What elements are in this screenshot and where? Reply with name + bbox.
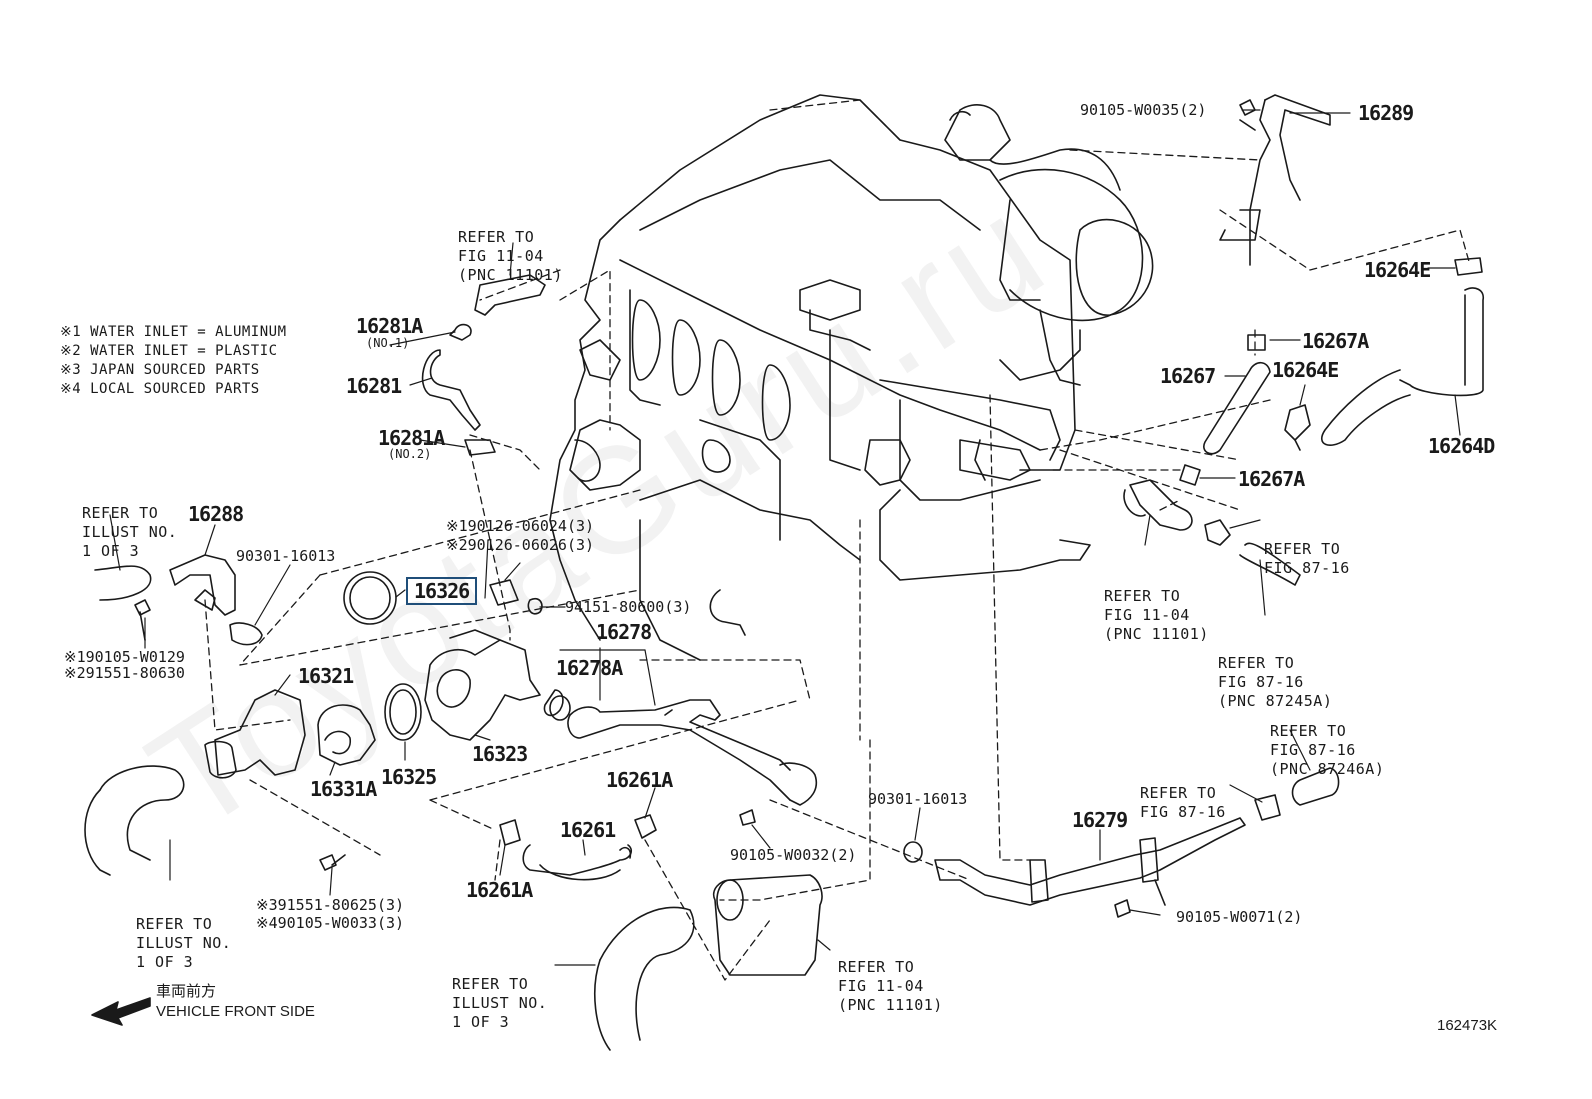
part-label-90105-w0032[interactable]: 90105-W0032(2) xyxy=(730,846,857,864)
part-label-16281a-no2[interactable]: 16281A xyxy=(378,426,445,450)
upper-left-hoses xyxy=(94,274,546,646)
part-label-16267a-mid[interactable]: 16267A xyxy=(1238,467,1305,491)
part-label-16281a-no1[interactable]: 16281A xyxy=(356,314,423,338)
part-label-16264e-mid[interactable]: 16264E xyxy=(1272,358,1339,382)
engine-block-outline xyxy=(549,94,1091,661)
part-sublabel-no1: (NO.1) xyxy=(366,336,410,350)
part-label-90105-w0035[interactable]: 90105-W0035(2) xyxy=(1080,101,1207,119)
part-label-16325[interactable]: 16325 xyxy=(381,765,437,789)
water-pipe-bottom xyxy=(712,874,823,976)
o-ring-16278a xyxy=(549,695,571,721)
part-label-16278a[interactable]: 16278A xyxy=(556,656,623,680)
leader-lines xyxy=(109,109,1461,966)
part-label-16288[interactable]: 16288 xyxy=(188,502,244,526)
part-label-490105-w0033[interactable]: ※490105-W0033(3) xyxy=(256,914,405,932)
vehicle-front-english: VEHICLE FRONT SIDE xyxy=(156,1003,315,1020)
turbo-assembly xyxy=(944,104,1154,386)
note-2: ※2 WATER INLET = PLASTIC xyxy=(60,343,278,359)
part-label-16264e-top[interactable]: 16264E xyxy=(1364,258,1431,282)
part-label-16279[interactable]: 16279 xyxy=(1072,808,1128,832)
pipe-16279 xyxy=(934,767,1340,918)
part-label-16321[interactable]: 16321 xyxy=(298,664,354,688)
note-3: ※3 JAPAN SOURCED PARTS xyxy=(60,362,260,378)
part-label-16264d[interactable]: 16264D xyxy=(1428,434,1495,458)
dashed-leaders xyxy=(204,99,1471,981)
water-outlet-right xyxy=(1123,479,1301,586)
part-label-16323[interactable]: 16323 xyxy=(472,742,528,766)
part-label-16261a-top[interactable]: 16261A xyxy=(606,768,673,792)
part-label-90301-16013-left[interactable]: 90301-16013 xyxy=(236,547,336,565)
part-label-16267[interactable]: 16267 xyxy=(1160,364,1216,388)
part-label-16326-highlighted[interactable]: 16326 xyxy=(406,577,478,605)
part-label-16261a-bottom[interactable]: 16261A xyxy=(466,878,533,902)
part-label-290126[interactable]: ※290126-06026(3) xyxy=(446,536,595,554)
part-label-16281[interactable]: 16281 xyxy=(346,374,402,398)
note-1: ※1 WATER INLET = ALUMINUM xyxy=(60,324,287,340)
part-label-94151-80600[interactable]: 94151-80600(3) xyxy=(565,598,692,616)
part-label-90301-16013-right[interactable]: 90301-16013 xyxy=(868,790,968,808)
bottom-left-hoses xyxy=(84,765,695,1051)
note-4: ※4 LOCAL SOURCED PARTS xyxy=(60,381,260,397)
water-bypass-pipe xyxy=(567,589,818,806)
part-sublabel-no2: (NO.2) xyxy=(388,447,432,461)
part-label-90105-w0071[interactable]: 90105-W0071(2) xyxy=(1176,908,1303,926)
part-label-391551-80625[interactable]: ※391551-80625(3) xyxy=(256,896,405,914)
part-label-291551-80630[interactable]: ※291551-80630 xyxy=(64,664,185,682)
part-label-16331a[interactable]: 16331A xyxy=(310,777,377,801)
o-ring-90301-right xyxy=(903,841,923,863)
part-label-16261[interactable]: 16261 xyxy=(560,818,616,842)
part-label-16267a-top[interactable]: 16267A xyxy=(1302,329,1369,353)
thermostat-housing-group xyxy=(134,571,564,871)
part-label-190105-w0129[interactable]: ※190105-W0129 xyxy=(64,648,185,666)
diagram-code: 162473K xyxy=(1437,1017,1498,1034)
heater-pipe-right xyxy=(1179,94,1485,486)
vehicle-front-japanese: 車両前方 xyxy=(156,983,217,1000)
part-label-16278[interactable]: 16278 xyxy=(596,620,652,644)
part-label-190126[interactable]: ※190126-06024(3) xyxy=(446,517,595,535)
front-arrow-icon xyxy=(91,997,151,1026)
part-label-16289[interactable]: 16289 xyxy=(1358,101,1414,125)
